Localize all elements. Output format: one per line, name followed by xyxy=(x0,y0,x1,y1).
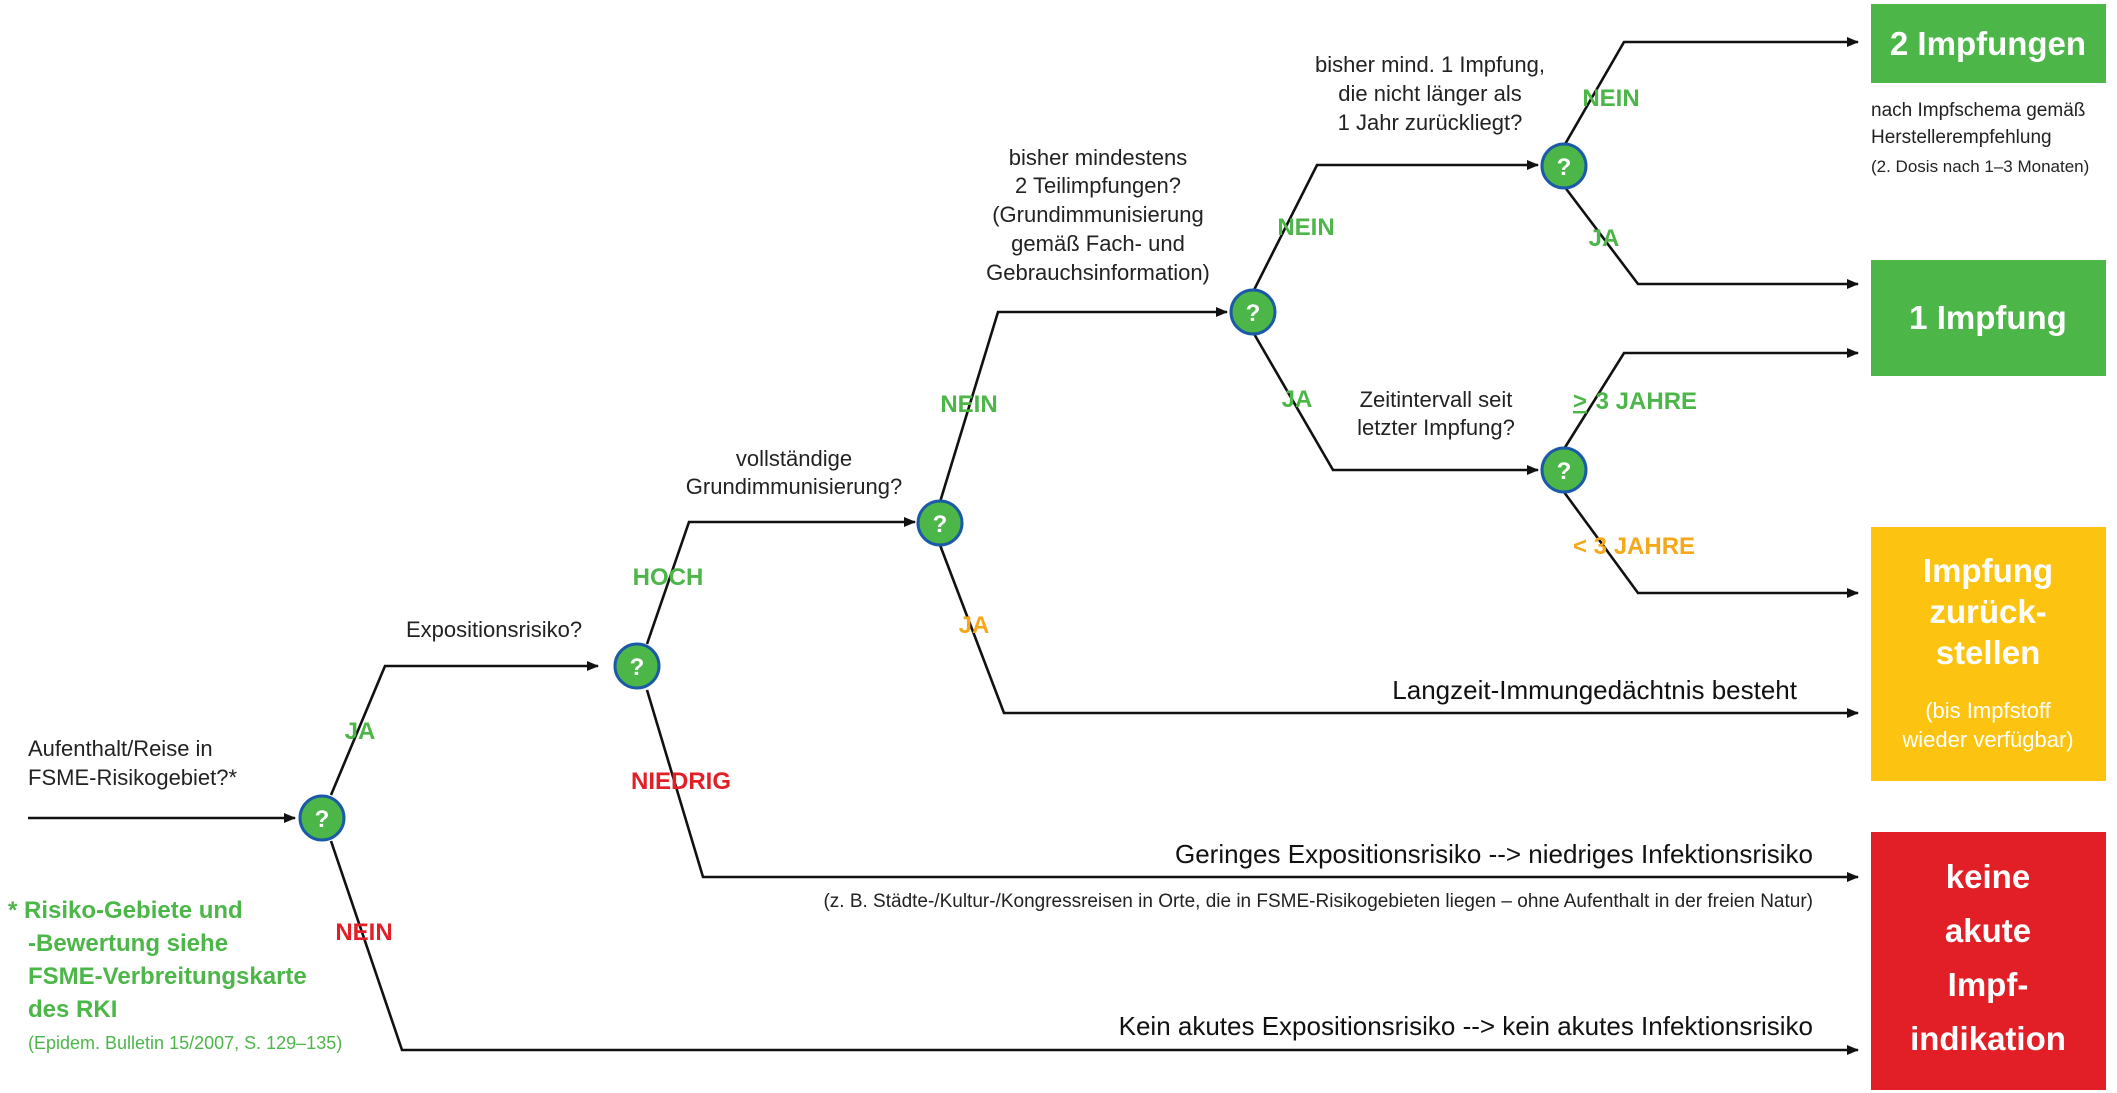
result-two-vaccinations: 2 Impfungen nach Impfschema gemäß Herste… xyxy=(1871,4,2106,176)
result-note: Herstellerempfehlung xyxy=(1871,127,2052,148)
branch-label-nein: NEIN xyxy=(1582,85,1639,112)
question-line: gemäß Fach- und xyxy=(1011,231,1185,256)
result-defer-vaccination: Impfung zurück- stellen (bis Impfstoff w… xyxy=(1871,527,2106,781)
outcome-langzeit: Langzeit-Immungedächtnis besteht xyxy=(1392,675,1797,705)
edge-recent-ja xyxy=(1562,185,1859,289)
question-line: Aufenthalt/Reise in xyxy=(28,736,213,761)
connector-lines xyxy=(28,37,1859,1055)
footnote-line: FSME-Verbreitungskarte xyxy=(28,963,307,990)
result-note: (2. Dosis nach 1–3 Monaten) xyxy=(1871,157,2089,176)
result-note: nach Impfschema gemäß xyxy=(1871,100,2085,121)
result-no-indication: keine akute Impf- indikation xyxy=(1871,832,2106,1090)
branch-label-nein: NEIN xyxy=(940,391,997,418)
footnote-line: -Bewertung siehe xyxy=(28,930,228,957)
edge-partial-ja xyxy=(1251,331,1539,475)
footnote-line: Risiko-Gebiete und xyxy=(24,897,243,924)
question-recent-vaccination: bisher mind. 1 Impfung, die nicht länger… xyxy=(1315,52,1545,135)
node-time-interval: ? xyxy=(1540,446,1588,494)
result-title: keine xyxy=(1946,858,2030,895)
question-partial-immunization: bisher mindestens 2 Teilimpfungen? (Grun… xyxy=(986,145,1210,285)
question-residence: Aufenthalt/Reise in FSME-Risikogebiet?* xyxy=(28,736,238,790)
question-line: bisher mind. 1 Impfung, xyxy=(1315,52,1545,77)
result-title: zurück- xyxy=(1929,593,2046,630)
branch-label-nein: NEIN xyxy=(1277,214,1334,241)
node-symbol: ? xyxy=(315,806,330,833)
question-line: bisher mindestens xyxy=(1009,145,1188,170)
edge-residence-ja xyxy=(329,661,599,796)
edge-residence-nein xyxy=(329,840,1859,1055)
result-box xyxy=(1871,527,2106,781)
ge3-text: 3 JAHRE xyxy=(1589,388,1697,415)
node-symbol: ? xyxy=(933,511,948,538)
node-recent-vaccination: ? xyxy=(1540,142,1588,190)
node-residence: ? xyxy=(298,794,346,842)
node-symbol: ? xyxy=(1246,300,1261,327)
result-subtitle: (bis Impfstoff xyxy=(1925,698,2051,723)
node-exposure: ? xyxy=(613,642,661,690)
outcome-gering-note: (z. B. Städte-/Kultur-/Kongressreisen in… xyxy=(823,891,1813,912)
branch-label-hoch: HOCH xyxy=(633,564,704,591)
question-line: die nicht länger als xyxy=(1338,81,1521,106)
result-title: stellen xyxy=(1936,634,2041,671)
result-title: Impfung xyxy=(1923,552,2053,589)
branch-label-nein: NEIN xyxy=(335,919,392,946)
footnote-star: * xyxy=(8,897,18,924)
result-title: 2 Impfungen xyxy=(1890,25,2086,62)
footnote-line: des RKI xyxy=(28,996,117,1023)
footnote-source: (Epidem. Bulletin 15/2007, S. 129–135) xyxy=(28,1033,342,1053)
result-title: 1 Impfung xyxy=(1909,299,2067,336)
question-time-interval: Zeitintervall seit letzter Impfung? xyxy=(1357,387,1515,440)
edge-full-nein xyxy=(938,307,1228,503)
result-box xyxy=(1871,4,2106,83)
result-box xyxy=(1871,260,2106,376)
branch-label-niedrig: NIEDRIG xyxy=(631,768,731,795)
node-symbol: ? xyxy=(630,654,645,681)
node-full-immunization: ? xyxy=(916,499,964,547)
outcome-gering: Geringes Expositionsrisiko --> niedriges… xyxy=(1175,839,1813,869)
question-line: Gebrauchsinformation) xyxy=(986,260,1210,285)
result-title: Impf- xyxy=(1948,966,2029,1003)
result-subtitle: wieder verfügbar) xyxy=(1901,727,2073,752)
result-title: indikation xyxy=(1910,1020,2066,1057)
edge-exposure-niedrig xyxy=(645,689,1859,882)
question-line: 1 Jahr zurückliegt? xyxy=(1338,110,1523,135)
branch-label-lt3: < 3 JAHRE xyxy=(1573,533,1695,560)
node-symbol: ? xyxy=(1557,154,1572,181)
question-line: Grundimmunisierung? xyxy=(686,474,902,499)
question-line: FSME-Risikogebiet?* xyxy=(28,765,238,790)
question-line: letzter Impfung? xyxy=(1357,415,1515,440)
question-line: 2 Teilimpfungen? xyxy=(1015,173,1181,198)
question-line: Zeitintervall seit xyxy=(1360,387,1513,412)
ge3-symbol: > xyxy=(1573,388,1587,415)
footnote: * Risiko-Gebiete und -Bewertung siehe FS… xyxy=(8,897,342,1053)
branch-label-ja: JA xyxy=(1282,386,1313,413)
result-one-vaccination: 1 Impfung xyxy=(1871,260,2106,376)
question-full-immunization: vollständige Grundimmunisierung? xyxy=(686,446,902,499)
edge-interval-ge3 xyxy=(1562,348,1859,450)
edge-recent-nein xyxy=(1562,37,1859,147)
edge-exposure-hoch xyxy=(645,517,916,645)
branch-label-ja: JA xyxy=(1589,225,1620,252)
branch-label-ge3: > 3 JAHRE xyxy=(1573,388,1697,415)
outcome-kein: Kein akutes Expositionsrisiko --> kein a… xyxy=(1119,1011,1813,1041)
question-exposure: Expositionsrisiko? xyxy=(406,617,582,642)
result-title: akute xyxy=(1945,912,2031,949)
question-line: vollständige xyxy=(736,446,852,471)
result-box xyxy=(1871,832,2106,1090)
question-line: (Grundimmunisierung xyxy=(992,202,1204,227)
edge-full-ja xyxy=(938,544,1859,718)
edge-interval-lt3 xyxy=(1562,491,1859,598)
edge-partial-nein xyxy=(1251,160,1539,293)
node-symbol: ? xyxy=(1557,458,1572,485)
branch-label-ja: JA xyxy=(345,718,376,745)
branch-label-ja: JA xyxy=(959,612,990,639)
node-partial-immunization: ? xyxy=(1229,288,1277,336)
